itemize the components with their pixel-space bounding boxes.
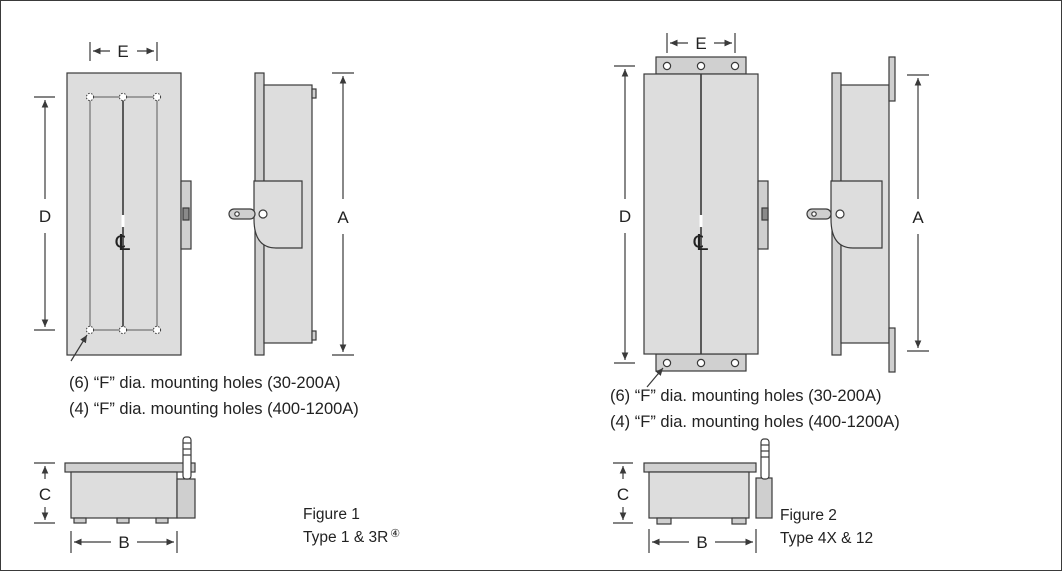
- fig2-side-view: [806, 56, 896, 373]
- fig1-note-line1: (6) “F” dia. mounting holes (30-200A): [69, 374, 340, 392]
- fig1-label-a: A: [337, 208, 349, 227]
- fig1-front-view: [66, 72, 192, 356]
- fig2-label-e: E: [695, 34, 706, 53]
- fig1-caption-line1: Figure 1: [303, 506, 360, 523]
- fig1-hole-leader: [70, 334, 88, 362]
- fig1-dimension-d: [34, 96, 55, 331]
- fig2-bottom-flange: [655, 353, 747, 372]
- fig1-dimension-c: [34, 462, 55, 524]
- fig1-label-d: D: [39, 207, 51, 226]
- fig2-caption-line2: Type 4X & 12: [780, 530, 873, 547]
- fig2-dimension-d: [614, 65, 635, 364]
- fig2-label-b: B: [696, 533, 707, 552]
- fig2-label-d: D: [619, 207, 631, 226]
- fig2-dimension-b: [648, 529, 757, 553]
- fig2-label-c: C: [617, 485, 629, 504]
- fig2-front-view: [643, 73, 769, 355]
- fig2-dimension-a: [907, 74, 929, 352]
- fig1-bottom-view: [64, 436, 196, 524]
- fig2-dimension-e: [666, 33, 736, 53]
- fig2-hole-leader: [646, 367, 664, 388]
- fig1-side-view: [228, 72, 317, 356]
- fig1-centerline-mark: ℄: [115, 230, 131, 255]
- fig2-dimension-c: [613, 462, 633, 524]
- fig1-caption-type: Type 1 & 3R: [303, 529, 388, 546]
- fig2-centerline-mark: ℄: [693, 230, 709, 255]
- fig1-mounting-holes: [85, 92, 162, 335]
- fig2-note-line2: (4) “F” dia. mounting holes (400-1200A): [610, 413, 900, 431]
- fig1-label-c: C: [39, 485, 51, 504]
- fig2-bottom-view: [643, 438, 773, 525]
- fig2-label-a: A: [912, 208, 924, 227]
- fig1-dimension-a: [332, 72, 354, 356]
- fig2-note-line1: (6) “F” dia. mounting holes (30-200A): [610, 387, 881, 405]
- fig1-label-e: E: [117, 42, 128, 61]
- fig1-dimension-e: [89, 42, 158, 61]
- fig1-note-line2: (4) “F” dia. mounting holes (400-1200A): [69, 400, 359, 418]
- fig1-label-b: B: [118, 533, 129, 552]
- fig2-top-flange: [655, 56, 747, 75]
- fig1-footnote-mark: ④: [390, 528, 400, 540]
- fig1-dimension-b: [70, 531, 178, 553]
- fig2-caption-line1: Figure 2: [780, 507, 837, 524]
